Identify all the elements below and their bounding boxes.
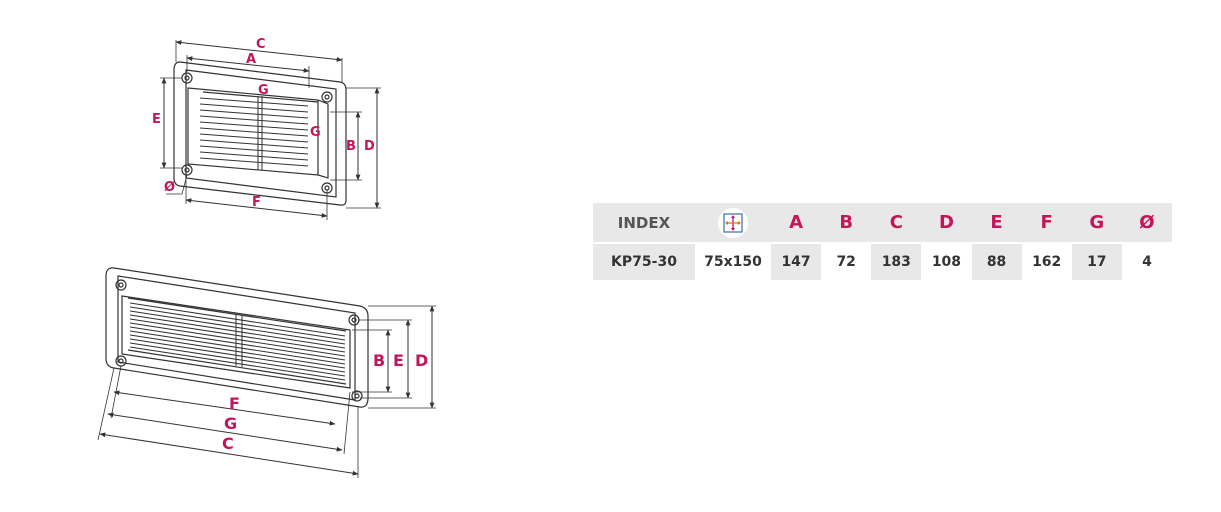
dim-label-d-front: D [415,351,428,370]
header-b: B [839,212,854,233]
dim-label-g-top: G [258,83,269,98]
header-c: C [889,212,903,233]
dim-label-f-front: F [229,394,240,413]
top-view-labels: C A G E G B D Ø F [152,37,375,210]
size-arrows-icon [718,207,748,238]
cell-g: 17 [1071,242,1122,280]
dim-label-g-front: G [224,414,237,433]
cell-d: 108 [921,242,972,280]
cell-index: KP75-30 [593,242,695,280]
cell-a: 147 [771,242,822,280]
table-header-row: INDEX A B C D E F G Ø [593,203,1172,243]
table-row: KP75-30 75x150 147 72 183 108 88 162 17 … [593,242,1172,280]
cell-size: 75x150 [695,242,771,280]
cell-c: 183 [871,242,922,280]
cell-diameter: 4 [1121,242,1172,280]
header-a: A [789,212,804,233]
cell-f: 162 [1021,242,1072,280]
header-size [695,203,771,243]
dim-label-c-front: C [222,434,234,453]
front-view-labels: F G C B E D [222,351,428,453]
dim-label-e: E [152,112,161,127]
dim-label-g-side: G [310,125,321,140]
cell-b: 72 [821,242,872,280]
dim-label-b-front: B [373,351,385,370]
dim-label-e-front: E [393,351,404,370]
dim-label-d: D [364,139,375,154]
dim-label-diameter: Ø [164,180,175,195]
dim-label-c: C [256,37,266,52]
top-view [160,40,381,220]
header-diameter: Ø [1139,212,1155,233]
dim-label-a: A [246,52,256,67]
cell-e: 88 [971,242,1022,280]
header-f: F [1040,212,1053,233]
header-index: INDEX [617,213,671,232]
header-d: D [938,212,954,233]
header-g: G [1089,212,1105,233]
technical-drawing: C A G E G B D Ø F [97,37,436,478]
front-view [97,267,436,478]
dim-label-b: B [346,139,356,154]
header-e: E [990,212,1003,233]
spec-table: INDEX A B C D E F G Ø [593,203,1172,280]
dim-label-f: F [252,195,261,210]
